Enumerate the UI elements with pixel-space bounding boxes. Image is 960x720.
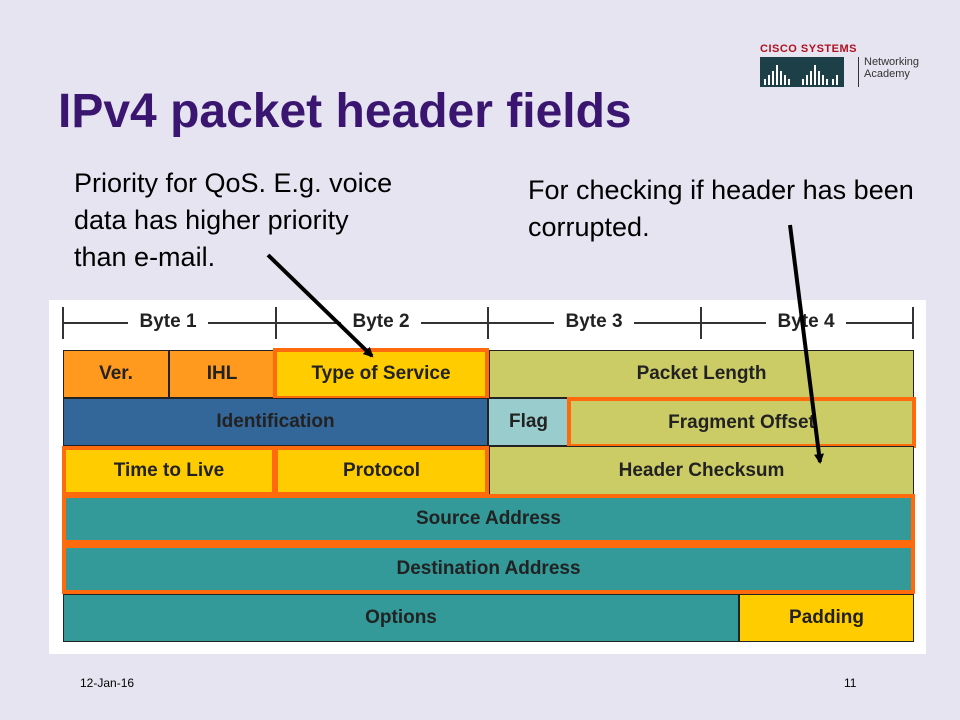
- field-type-of-service: Type of Service: [273, 348, 489, 400]
- checksum-note: For checking if header has been corrupte…: [528, 175, 914, 242]
- field-version: Ver.: [63, 350, 169, 398]
- logo-text: Networking Academy: [864, 56, 919, 80]
- byte-ruler-tick: [912, 307, 914, 339]
- field-packet-length: Packet Length: [489, 350, 914, 398]
- field-time-to-live: Time to Live: [62, 446, 276, 496]
- field-options: Options: [63, 594, 739, 642]
- byte-ruler-tick: [275, 307, 277, 339]
- byte-4-label: Byte 4: [766, 311, 846, 333]
- priority-note: Priority for QoS. E.g. voice data has hi…: [74, 168, 393, 272]
- slide-page-number: 11: [844, 676, 857, 690]
- logo-bars-icon: [760, 57, 844, 87]
- byte-3-label: Byte 3: [554, 311, 634, 333]
- field-header-checksum: Header Checksum: [489, 446, 914, 496]
- logo-text-line2: Academy: [864, 68, 910, 80]
- byte-2-label: Byte 2: [341, 311, 421, 333]
- field-source-address: Source Address: [62, 494, 915, 544]
- slide-title: IPv4 packet header fields: [58, 85, 632, 138]
- field-ihl: IHL: [169, 350, 275, 398]
- logo-divider: [858, 57, 859, 87]
- field-fragment-offset: Fragment Offset: [567, 397, 916, 448]
- byte-ruler-tick: [487, 307, 489, 339]
- ipv4-header-diagram: Byte 1 Byte 2 Byte 3 Byte 4 Ver. IHL Typ…: [49, 300, 926, 654]
- field-protocol: Protocol: [274, 446, 489, 496]
- field-padding: Padding: [739, 594, 914, 642]
- field-destination-address: Destination Address: [62, 544, 915, 594]
- logo-brand: CISCO SYSTEMS: [760, 43, 857, 55]
- logo-text-line1: Networking: [864, 56, 920, 68]
- byte-ruler-tick: [62, 307, 64, 339]
- cisco-networking-academy-logo: CISCO SYSTEMS Networking Academy: [760, 43, 932, 89]
- slide-date: 12-Jan-16: [80, 676, 135, 690]
- byte-ruler-tick: [700, 307, 702, 339]
- field-flag: Flag: [488, 398, 569, 446]
- field-identification: Identification: [63, 398, 488, 446]
- byte-1-label: Byte 1: [128, 311, 208, 333]
